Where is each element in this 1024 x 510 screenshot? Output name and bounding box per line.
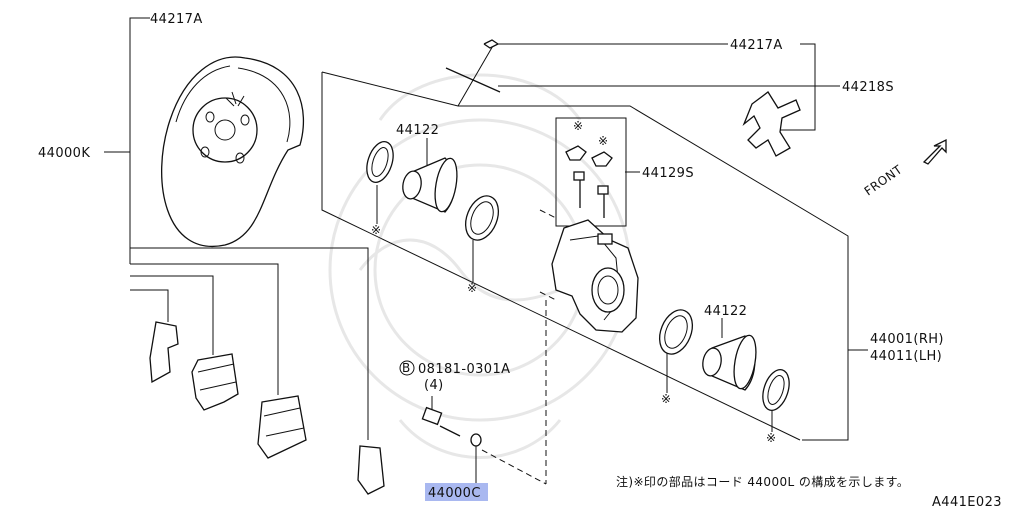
footnote-text: 注)※印の部品はコード 44000L の構成を示します。 bbox=[616, 474, 909, 489]
asterisk-marker-2: ※ bbox=[467, 281, 477, 295]
bolt-circle-letter: B bbox=[402, 361, 411, 375]
backing-plate-shield bbox=[161, 56, 305, 248]
label-44217a-top: 44217A bbox=[150, 12, 203, 27]
label-44000c-prefix: 44000 bbox=[428, 486, 471, 501]
bolt-circle-marker bbox=[399, 360, 415, 376]
lower-piston-set bbox=[658, 309, 790, 411]
leader-lines bbox=[104, 17, 868, 484]
asterisk-marker-6: ※ bbox=[766, 431, 776, 445]
label-44001-rh: 44001(RH) bbox=[870, 332, 944, 347]
asterisk-marker-4: ※ bbox=[598, 134, 608, 148]
front-label: FRONT bbox=[862, 162, 905, 198]
asterisk-marker-5: ※ bbox=[661, 392, 671, 406]
label-44000c[interactable]: 44000C bbox=[428, 486, 481, 501]
label-44000c-suffix: C bbox=[471, 486, 480, 501]
front-arrow-icon: FRONT bbox=[862, 138, 947, 198]
label-44011-lh: 44011(LH) bbox=[870, 349, 942, 364]
label-bolt-qty: (4) bbox=[424, 378, 444, 393]
bleeder-kit-box bbox=[555, 117, 627, 227]
guide-pin bbox=[445, 39, 501, 93]
asterisk-marker-1: ※ bbox=[371, 223, 381, 237]
label-44000k: 44000K bbox=[38, 146, 90, 161]
caliper-body bbox=[481, 209, 639, 485]
caliper-group-outline bbox=[321, 43, 849, 441]
label-44129s: 44129S bbox=[642, 166, 694, 181]
pad-shim-set bbox=[149, 321, 385, 495]
anti-rattle-clip bbox=[742, 91, 801, 157]
highlight-44000c bbox=[425, 483, 488, 501]
caliper-bolt bbox=[421, 406, 482, 447]
label-44122-upper: 44122 bbox=[396, 123, 439, 138]
diagram-code: A441E023 bbox=[932, 495, 1002, 510]
asterisk-marker-3: ※ bbox=[573, 119, 583, 133]
label-44217a-pin: 44217A bbox=[730, 38, 783, 53]
label-44122-lower: 44122 bbox=[704, 304, 747, 319]
upper-piston-set bbox=[366, 141, 500, 241]
label-08181-0301a: 08181-0301A bbox=[418, 362, 510, 377]
label-44218s: 44218S bbox=[842, 80, 894, 95]
